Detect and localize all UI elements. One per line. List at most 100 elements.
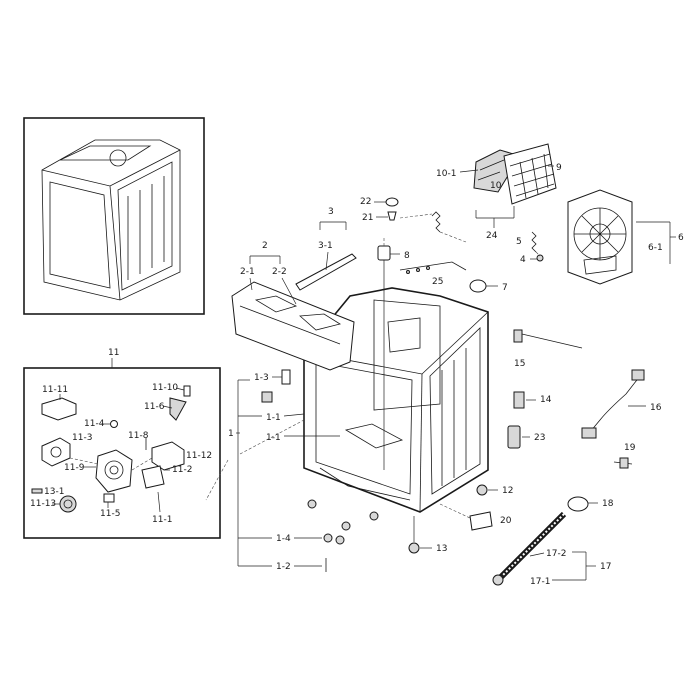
label-11-11: 11-11 bbox=[42, 385, 68, 395]
label-11-1: 11-1 bbox=[152, 515, 172, 525]
label-4: 4 bbox=[520, 255, 526, 265]
right-components-group: 15 14 23 16 19 bbox=[507, 329, 662, 469]
label-11-10: 11-10 bbox=[152, 383, 178, 393]
label-7: 7 bbox=[502, 283, 508, 293]
component-group-11-inset: 11 11-11 11-4 11-3 11-9 11-10 11-6 11-8 … bbox=[23, 348, 221, 539]
part-11-10-clip bbox=[183, 385, 191, 397]
part-19-plug bbox=[619, 457, 629, 469]
part-25-rail bbox=[399, 261, 467, 271]
label-6-1: 6-1 bbox=[648, 243, 663, 253]
label-9: 9 bbox=[556, 163, 562, 173]
label-21: 21 bbox=[362, 213, 373, 223]
label-6: 6 bbox=[678, 233, 684, 243]
cabinet-side-panel bbox=[429, 327, 481, 495]
label-11-5: 11-5 bbox=[100, 509, 120, 519]
part-foot-left bbox=[307, 499, 317, 509]
top-panel-group: 2 2-1 2-2 bbox=[231, 241, 355, 371]
label-1-1: 1-1 bbox=[266, 413, 281, 423]
label-1-4: 1-4 bbox=[276, 534, 291, 544]
part-foot-mid bbox=[341, 521, 351, 531]
part-1-4-foot bbox=[323, 533, 333, 543]
cabinet-assembled-inset bbox=[23, 117, 205, 315]
main-cabinet bbox=[303, 287, 489, 513]
label-2: 2 bbox=[262, 241, 268, 251]
top-rail-group: 3 3-1 bbox=[295, 207, 357, 291]
callout-tree-1: 1 1-3 1-1 1-1 1-4 1-2 bbox=[205, 369, 340, 572]
part-1-3-clip bbox=[261, 391, 273, 403]
part-13-1-clip bbox=[31, 488, 43, 494]
label-1-3: 1-3 bbox=[254, 373, 269, 383]
inset-frame-top bbox=[23, 117, 205, 315]
part-5-spring bbox=[531, 231, 537, 253]
cabinet-rear-window bbox=[373, 299, 441, 411]
part-16-plug bbox=[631, 369, 645, 381]
part-16-connector bbox=[581, 427, 597, 439]
label-25: 25 bbox=[432, 277, 443, 287]
rear-panel-group: 6 6-1 bbox=[567, 189, 684, 285]
part-15-sensor-body bbox=[513, 329, 523, 343]
bushing-7-group: 7 bbox=[469, 279, 508, 293]
cabinet-front-panel bbox=[315, 361, 413, 495]
label-5: 5 bbox=[516, 237, 522, 247]
inset-cabinet-outline bbox=[41, 139, 181, 301]
part-11-6-rod bbox=[169, 397, 187, 421]
label-17-2: 17-2 bbox=[546, 549, 566, 559]
label-14: 14 bbox=[540, 395, 552, 405]
cabinet-inner-bracket bbox=[387, 317, 421, 353]
label-11-2: 11-2 bbox=[172, 465, 192, 475]
cabinet-side-ribs bbox=[441, 348, 467, 486]
part-1-3-bracket bbox=[281, 369, 291, 385]
label-1-2: 1-2 bbox=[276, 562, 291, 572]
label-11-3: 11-3 bbox=[72, 433, 92, 443]
cabinet-base-plate bbox=[344, 423, 404, 449]
part-foot-center bbox=[369, 511, 379, 521]
label-17: 17 bbox=[600, 562, 611, 572]
part-11-13-filter-cap bbox=[59, 495, 77, 513]
part-8-bushing bbox=[377, 245, 391, 261]
part-11-2-bracket bbox=[141, 465, 165, 489]
inset-front-opening bbox=[49, 181, 111, 289]
part-11-9-pump bbox=[95, 449, 133, 493]
part-11-5-seal bbox=[103, 493, 115, 503]
label-10: 10 bbox=[490, 181, 502, 191]
part-3-1-rail bbox=[295, 253, 357, 291]
label-11-6: 11-6 bbox=[144, 402, 165, 412]
part-12-foot bbox=[476, 484, 488, 496]
label-11-4: 11-4 bbox=[84, 419, 105, 429]
part-11-12-cover bbox=[151, 441, 185, 471]
label-16: 16 bbox=[650, 403, 662, 413]
label-22: 22 bbox=[360, 197, 371, 207]
inset-side-panel bbox=[117, 161, 173, 291]
part-11-4-screw bbox=[110, 420, 118, 428]
label-17-1: 17-1 bbox=[530, 577, 550, 587]
part-7-cap bbox=[469, 279, 487, 293]
label-11-8: 11-8 bbox=[128, 431, 149, 441]
hose-group: 18 17-2 17-1 17 bbox=[492, 496, 614, 587]
label-1-1b: 1-1 bbox=[266, 433, 281, 443]
dispenser-group: 10-1 10 9 24 bbox=[436, 143, 562, 241]
label-18: 18 bbox=[602, 499, 614, 509]
spring-group: 22 21 bbox=[360, 197, 467, 243]
label-11-9: 11-9 bbox=[64, 463, 85, 473]
cabinet-corner-edge bbox=[419, 373, 423, 513]
label-11-12: 11-12 bbox=[186, 451, 212, 461]
cabinet-base-rail bbox=[319, 467, 411, 501]
inset-top-frame bbox=[59, 145, 152, 161]
label-11-13: 11-13 bbox=[30, 499, 56, 509]
label-10-1: 10-1 bbox=[436, 169, 456, 179]
part-4-bolt bbox=[536, 254, 544, 262]
label-2-1: 2-1 bbox=[240, 267, 255, 277]
part-spring-upper bbox=[431, 211, 441, 233]
label-11: 11 bbox=[108, 348, 119, 358]
label-8: 8 bbox=[404, 251, 410, 261]
label-15: 15 bbox=[514, 359, 525, 369]
label-13: 13 bbox=[436, 544, 447, 554]
part-16-power-cord bbox=[589, 375, 641, 433]
part-17-hose-end bbox=[492, 574, 504, 586]
label-12: 12 bbox=[502, 486, 513, 496]
label-13-1: 13-1 bbox=[44, 487, 64, 497]
part-21-hook bbox=[387, 211, 397, 221]
label-3-1: 3-1 bbox=[318, 241, 333, 251]
